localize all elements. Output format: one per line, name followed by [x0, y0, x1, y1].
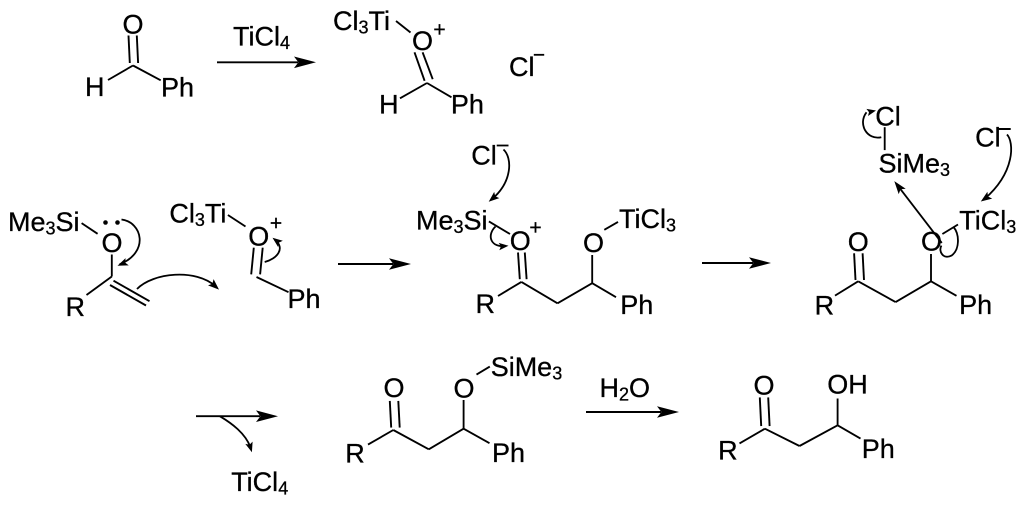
svg-text:O: O	[454, 374, 475, 404]
svg-text:O: O	[384, 373, 405, 403]
svg-text:R: R	[476, 289, 496, 319]
svg-text:Cl3Ti: Cl3Ti	[169, 199, 226, 231]
svg-text:Ph: Ph	[620, 290, 653, 320]
svg-text:Me3Si: Me3Si	[416, 206, 488, 238]
svg-text:SiMe3: SiMe3	[491, 352, 563, 384]
svg-text:O: O	[754, 371, 775, 401]
svg-text:R: R	[345, 439, 365, 469]
svg-text:Ph: Ph	[862, 434, 895, 464]
svg-text:Ph: Ph	[288, 284, 321, 314]
svg-text:Cl: Cl	[509, 52, 535, 82]
svg-text:O: O	[583, 228, 604, 258]
svg-text:OH: OH	[827, 370, 868, 400]
svg-text:Cl: Cl	[471, 141, 497, 171]
svg-text:Ph: Ph	[161, 73, 194, 103]
svg-text:Cl: Cl	[875, 101, 901, 131]
svg-text:TiCl3: TiCl3	[959, 205, 1016, 237]
svg-text:O: O	[248, 221, 269, 251]
svg-text:O: O	[102, 228, 123, 258]
svg-text:Me3Si: Me3Si	[8, 207, 80, 239]
svg-text:SiMe3: SiMe3	[879, 148, 951, 180]
svg-text:Ph: Ph	[959, 290, 992, 320]
svg-text:O: O	[921, 227, 942, 257]
svg-text:H: H	[379, 90, 399, 120]
svg-text:R: R	[66, 292, 86, 322]
svg-text:Cl3Ti: Cl3Ti	[333, 6, 390, 38]
svg-text:R: R	[815, 291, 835, 321]
svg-text:H: H	[85, 72, 105, 102]
svg-text:Cl: Cl	[975, 123, 1001, 153]
svg-text:R: R	[718, 435, 738, 465]
svg-text:O: O	[848, 227, 869, 257]
svg-text:Ph: Ph	[492, 438, 525, 468]
svg-text:O: O	[123, 10, 144, 40]
svg-text:O: O	[412, 26, 433, 56]
svg-text:O: O	[510, 226, 531, 256]
svg-text:Ph: Ph	[451, 90, 484, 120]
